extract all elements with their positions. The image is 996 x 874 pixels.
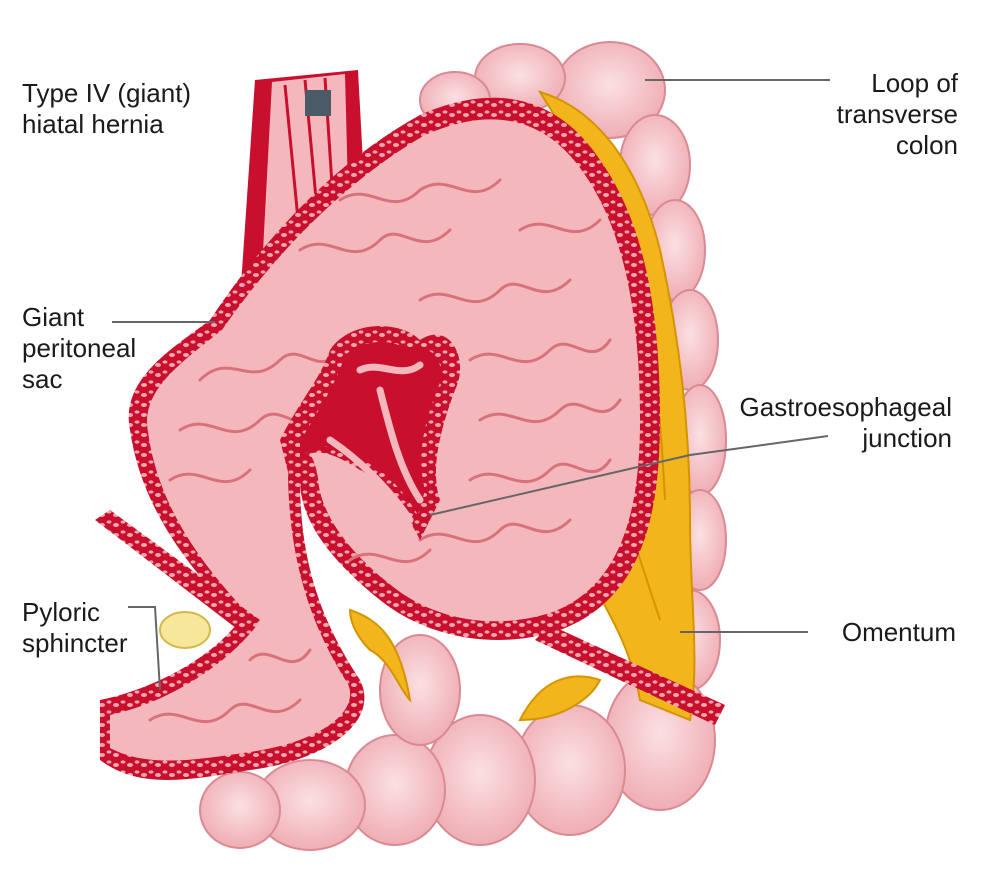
ligament-band (535, 625, 725, 725)
label-line: transverse (836, 99, 958, 129)
leader-lines (112, 79, 830, 691)
label-line: Loop of (871, 68, 958, 98)
label-giant-peritoneal-sac: Giant peritoneal sac (22, 302, 136, 395)
label-line: Gastroesophageal (739, 392, 952, 422)
label-gastroesophageal-junction: Gastroesophageal junction (740, 392, 952, 454)
label-pyloric-sphincter: Pyloric sphincter (22, 597, 128, 659)
label-line: Pyloric (22, 597, 101, 627)
label-type-iv-hiatal-hernia: Type IV (giant) hiatal hernia (22, 78, 191, 140)
label-line: Omentum (841, 617, 956, 647)
label-line: peritoneal (22, 333, 137, 363)
pylorus (95, 510, 260, 649)
label-transverse-colon: Loop of transverse colon (837, 68, 958, 161)
label-line: junction (862, 423, 952, 453)
label-line: hiatal hernia (22, 109, 164, 139)
label-line: colon (895, 130, 958, 160)
label-line: Giant (22, 302, 85, 332)
label-omentum: Omentum (842, 617, 956, 648)
label-line: Type IV (giant) (22, 78, 192, 108)
ge-junction-fold (280, 326, 461, 540)
label-line: sac (22, 364, 63, 394)
label-line: sphincter (22, 628, 128, 658)
